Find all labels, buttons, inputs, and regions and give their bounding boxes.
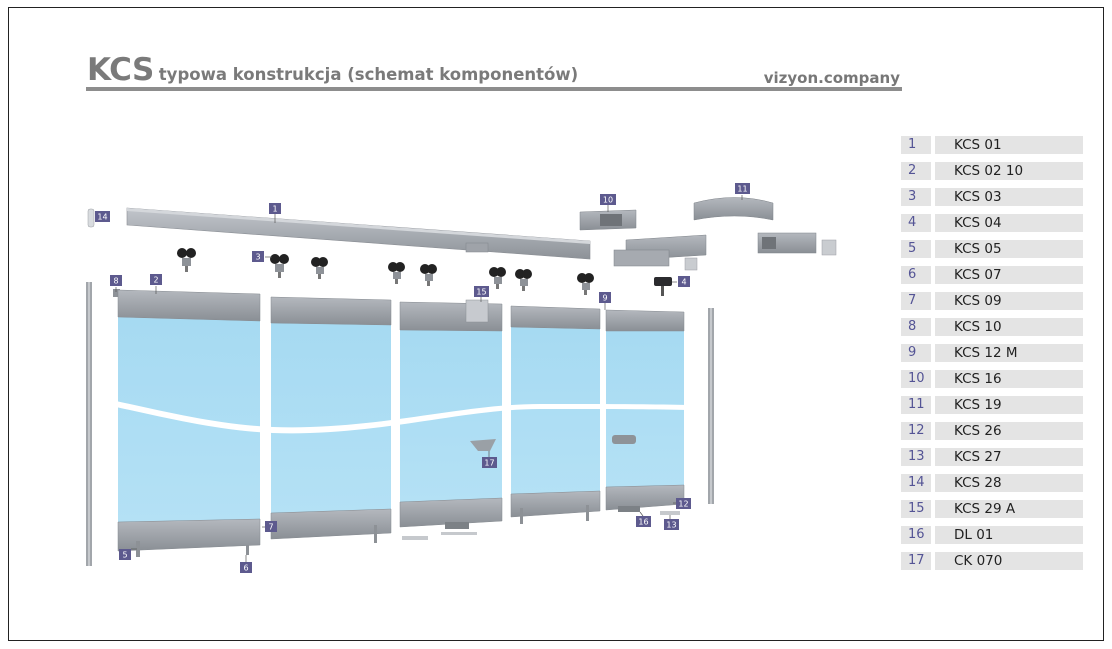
callout-label: 1 [272, 205, 277, 214]
corner-parts [87, 197, 837, 296]
legend-number: 6 [901, 266, 931, 284]
callout-label: 3 [255, 253, 260, 262]
callout-tag-17: 17 [482, 457, 497, 468]
legend-number: 1 [901, 136, 931, 154]
callout-label: 13 [666, 521, 676, 530]
legend-code: KCS 02 10 [935, 162, 1083, 180]
legend-number: 8 [901, 318, 931, 336]
callout-label: 9 [602, 294, 607, 303]
header-rule [86, 87, 902, 91]
callout-tag-11: 11 [735, 183, 750, 194]
legend-number: 14 [901, 474, 931, 492]
leader-lines [115, 195, 743, 562]
legend-code: KCS 01 [935, 136, 1083, 154]
legend-code: KCS 04 [935, 214, 1083, 232]
callout-tag-7: 7 [265, 521, 277, 532]
callout-label: 4 [681, 278, 686, 287]
callout-label: 7 [268, 523, 273, 532]
callout-label: 8 [113, 277, 118, 286]
title-main: KCS [87, 52, 154, 88]
legend-code: KCS 10 [935, 318, 1083, 336]
legend-code: DL 01 [935, 526, 1083, 544]
side-profiles [86, 282, 714, 566]
legend-number: 13 [901, 448, 931, 466]
legend-code: KCS 16 [935, 370, 1083, 388]
legend-number: 15 [901, 500, 931, 518]
legend-code: KCS 09 [935, 292, 1083, 310]
roller-carriages [177, 248, 594, 295]
legend-code: KCS 29 A [935, 500, 1083, 518]
top-rail [126, 207, 591, 260]
callout-tag-15: 15 [474, 286, 489, 297]
callout-label: 5 [122, 551, 127, 560]
legend-number: 2 [901, 162, 931, 180]
legend-code: KCS 26 [935, 422, 1083, 440]
legend-number: 4 [901, 214, 931, 232]
callout-tag-12: 12 [676, 498, 691, 509]
callout-tag-13: 13 [664, 519, 679, 530]
legend-code: KCS 27 [935, 448, 1083, 466]
callout-tag-16: 16 [636, 516, 651, 527]
callout-tag-1: 1 [269, 203, 281, 214]
callout-label: 10 [603, 196, 613, 205]
callout-label: 14 [97, 213, 107, 222]
legend-number: 9 [901, 344, 931, 362]
callout-label: 6 [243, 564, 248, 573]
callout-tag-8: 8 [110, 275, 122, 286]
legend-number: 7 [901, 292, 931, 310]
legend-code: KCS 28 [935, 474, 1083, 492]
legend-number: 12 [901, 422, 931, 440]
callout-label: 11 [737, 185, 747, 194]
legend-number: 5 [901, 240, 931, 258]
legend-code: KCS 07 [935, 266, 1083, 284]
legend-number: 16 [901, 526, 931, 544]
callout-label: 16 [638, 518, 648, 527]
exploded-diagram: 1 2 3 4 5 6 7 8 9 10 11 12 13 14 15 16 1… [86, 183, 837, 573]
legend-code: KCS 12 M [935, 344, 1083, 362]
callout-tag-6: 6 [240, 562, 252, 573]
callout-tag-2: 2 [150, 274, 162, 285]
callout-tag-10: 10 [600, 194, 616, 205]
site-name: vizyon.company [763, 69, 900, 87]
legend-number: 11 [901, 396, 931, 414]
callout-tag-9: 9 [599, 292, 611, 303]
legend-code: KCS 05 [935, 240, 1083, 258]
glass-panels [116, 289, 688, 557]
callout-label: 12 [678, 500, 688, 509]
legend-number: 10 [901, 370, 931, 388]
title-subtitle: typowa konstrukcja (schemat komponentów) [158, 65, 579, 84]
callout-label: 15 [476, 288, 486, 297]
legend-code: CK 070 [935, 552, 1083, 570]
callout-tag-14: 14 [95, 211, 110, 222]
legend-number: 3 [901, 188, 931, 206]
legend-code: KCS 03 [935, 188, 1083, 206]
callout-label: 17 [484, 459, 494, 468]
callout-label: 2 [153, 276, 158, 285]
callout-tag-4: 4 [678, 276, 690, 287]
callout-tag-3: 3 [252, 251, 264, 262]
legend-number: 17 [901, 552, 931, 570]
legend-code: KCS 19 [935, 396, 1083, 414]
callout-tag-5: 5 [119, 549, 131, 560]
